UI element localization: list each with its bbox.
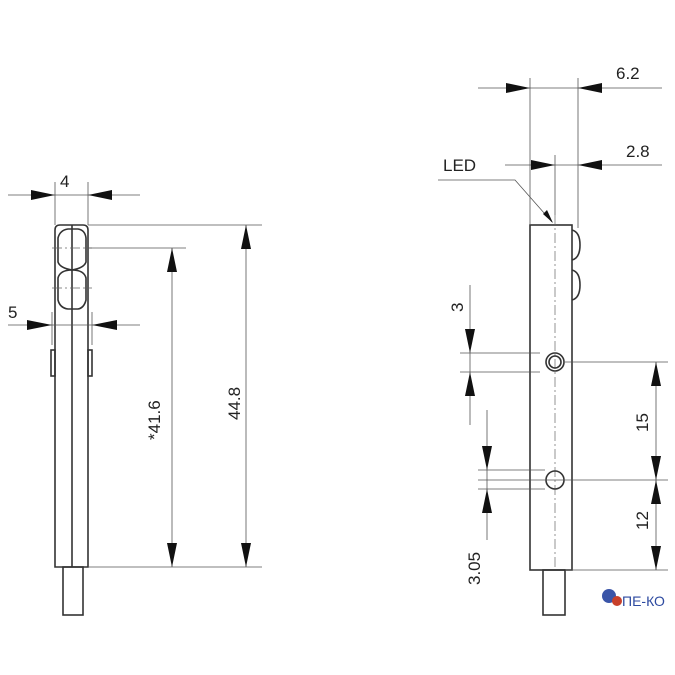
dim-led-offset-label: 2.8	[626, 142, 650, 161]
dim-tabs-label: 5	[8, 303, 17, 322]
dim-hole-offset-label: 3.05	[465, 552, 484, 585]
dim-sensing-label: *41.6	[145, 400, 164, 440]
dim-length-label: 44.8	[225, 387, 244, 420]
logo: ПЕ-КО	[602, 589, 665, 609]
dim-hole-spacing-label: 15	[633, 413, 652, 432]
led-label: LED	[443, 156, 476, 175]
right-sensor	[529, 215, 581, 616]
logo-text: ПЕ-КО	[622, 593, 665, 609]
left-dimensions: 4 5 *41.6 44.8	[8, 172, 262, 568]
left-sensor	[50, 224, 93, 616]
right-dimensions: 6.2 2.8 LED 3 15 12 3.05	[438, 64, 668, 585]
dim-bottom-label: 12	[633, 511, 652, 530]
dim-hole-label: 3	[448, 303, 467, 312]
dim-width-label: 4	[60, 172, 69, 191]
dim-width-label: 6.2	[616, 64, 640, 83]
